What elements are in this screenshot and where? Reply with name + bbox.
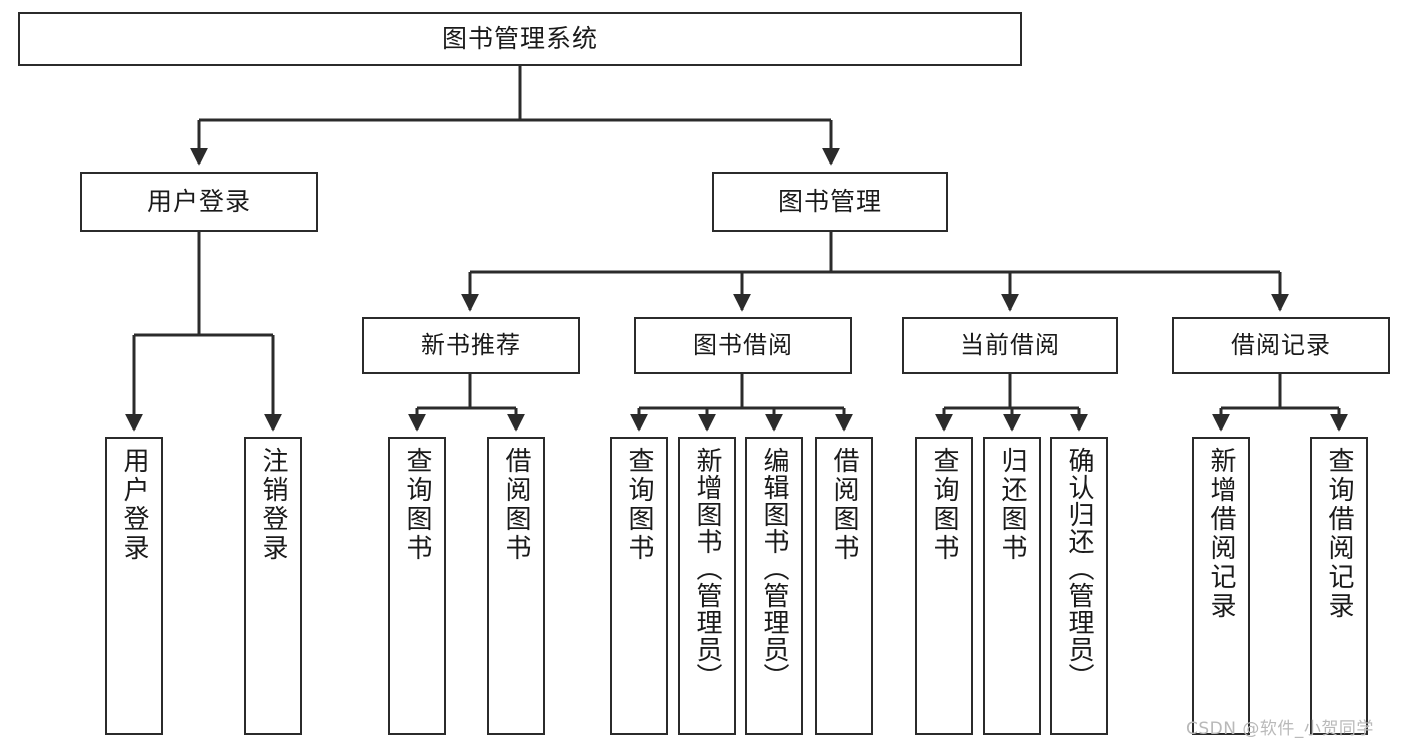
node-book-manage-label: 图书管理 xyxy=(777,187,882,217)
node-leaf-borrow-book-2-label: 借阅图书 xyxy=(829,447,859,563)
node-current-borrow-label: 当前借阅 xyxy=(960,331,1060,360)
node-leaf-query-book-3[interactable]: 查询图书 xyxy=(915,437,973,735)
node-book-manage[interactable]: 图书管理 xyxy=(712,172,948,232)
node-new-book-rec[interactable]: 新书推荐 xyxy=(362,317,580,374)
node-leaf-add-book[interactable]: 新增图书（管理员） xyxy=(678,437,736,735)
node-leaf-borrow-book-2[interactable]: 借阅图书 xyxy=(815,437,873,735)
node-user-login[interactable]: 用户登录 xyxy=(80,172,318,232)
node-leaf-query-book-3-label: 查询图书 xyxy=(929,447,959,563)
node-borrow-record-label: 借阅记录 xyxy=(1231,331,1331,360)
node-leaf-query-book-2-label: 查询图书 xyxy=(624,447,654,563)
node-leaf-borrow-book-1-label: 借阅图书 xyxy=(501,447,531,563)
node-new-book-rec-label: 新书推荐 xyxy=(421,331,521,360)
node-leaf-confirm-return-label: 确认归还（管理员） xyxy=(1064,447,1094,690)
node-leaf-query-book-1[interactable]: 查询图书 xyxy=(388,437,446,735)
node-leaf-logout[interactable]: 注销登录 xyxy=(244,437,302,735)
node-root-label: 图书管理系统 xyxy=(441,24,598,54)
node-leaf-add-book-label: 新增图书（管理员） xyxy=(692,447,722,690)
node-user-login-label: 用户登录 xyxy=(146,187,251,217)
node-leaf-add-record[interactable]: 新增借阅记录 xyxy=(1192,437,1250,735)
node-leaf-user-login[interactable]: 用户登录 xyxy=(105,437,163,735)
node-leaf-query-record-label: 查询借阅记录 xyxy=(1324,447,1354,621)
node-current-borrow[interactable]: 当前借阅 xyxy=(902,317,1118,374)
node-leaf-borrow-book-1[interactable]: 借阅图书 xyxy=(487,437,545,735)
node-book-borrow[interactable]: 图书借阅 xyxy=(634,317,852,374)
node-book-borrow-label: 图书借阅 xyxy=(693,331,793,360)
node-root[interactable]: 图书管理系统 xyxy=(18,12,1022,66)
node-leaf-query-book-1-label: 查询图书 xyxy=(402,447,432,563)
node-leaf-confirm-return[interactable]: 确认归还（管理员） xyxy=(1050,437,1108,735)
node-leaf-edit-book[interactable]: 编辑图书（管理员） xyxy=(745,437,803,735)
node-leaf-query-record[interactable]: 查询借阅记录 xyxy=(1310,437,1368,735)
csdn-watermark: CSDN @软件_小贺同学 xyxy=(1186,719,1374,739)
node-leaf-user-login-label: 用户登录 xyxy=(119,447,149,563)
node-leaf-return-book-label: 归还图书 xyxy=(997,447,1027,563)
node-leaf-edit-book-label: 编辑图书（管理员） xyxy=(759,447,789,690)
node-borrow-record[interactable]: 借阅记录 xyxy=(1172,317,1390,374)
node-leaf-logout-label: 注销登录 xyxy=(258,447,288,563)
node-leaf-return-book[interactable]: 归还图书 xyxy=(983,437,1041,735)
node-leaf-add-record-label: 新增借阅记录 xyxy=(1206,447,1236,621)
node-leaf-query-book-2[interactable]: 查询图书 xyxy=(610,437,668,735)
